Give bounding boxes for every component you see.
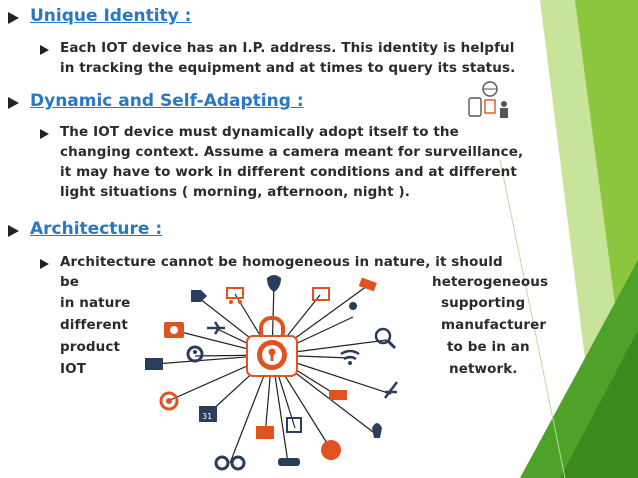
sub-bullet <box>40 129 49 139</box>
iot-hub-illustration: 31 <box>145 275 398 471</box>
body-line: it may have to work in different conditi… <box>60 164 517 180</box>
left-word: different <box>60 317 128 333</box>
left-word: be <box>60 274 80 290</box>
right-word: to be in an <box>447 339 530 355</box>
body-line: Architecture cannot be homogeneous in na… <box>60 254 503 270</box>
section-bullet <box>8 97 19 109</box>
network-devices-icon <box>468 81 508 118</box>
heading-architecture: Architecture : <box>30 219 163 239</box>
right-word: supporting <box>441 295 526 311</box>
section-bullet <box>8 12 19 24</box>
heading-dynamic: Dynamic and Self-Adapting : <box>30 91 304 111</box>
calendar-day: 31 <box>202 412 212 421</box>
left-word: IOT <box>60 361 87 377</box>
section-bullet <box>8 225 19 237</box>
body-line: Each IOT device has an I.P. address. Thi… <box>60 40 515 56</box>
sub-bullet <box>40 259 49 269</box>
left-word: product <box>60 339 121 355</box>
heading-unique-identity: Unique Identity : <box>30 6 192 26</box>
body-line: in tracking the equipment and at times t… <box>60 60 516 76</box>
body-line: The IOT device must dynamically adopt it… <box>60 124 459 140</box>
right-word: heterogeneous <box>432 274 549 290</box>
left-word: in nature <box>60 295 131 311</box>
body-line: changing context. Assume a camera meant … <box>60 144 524 160</box>
body-line: light situations ( morning, afternoon, n… <box>60 184 410 200</box>
right-word: manufacturer <box>441 317 547 333</box>
sub-bullet <box>40 45 49 55</box>
right-word: network. <box>449 361 518 377</box>
